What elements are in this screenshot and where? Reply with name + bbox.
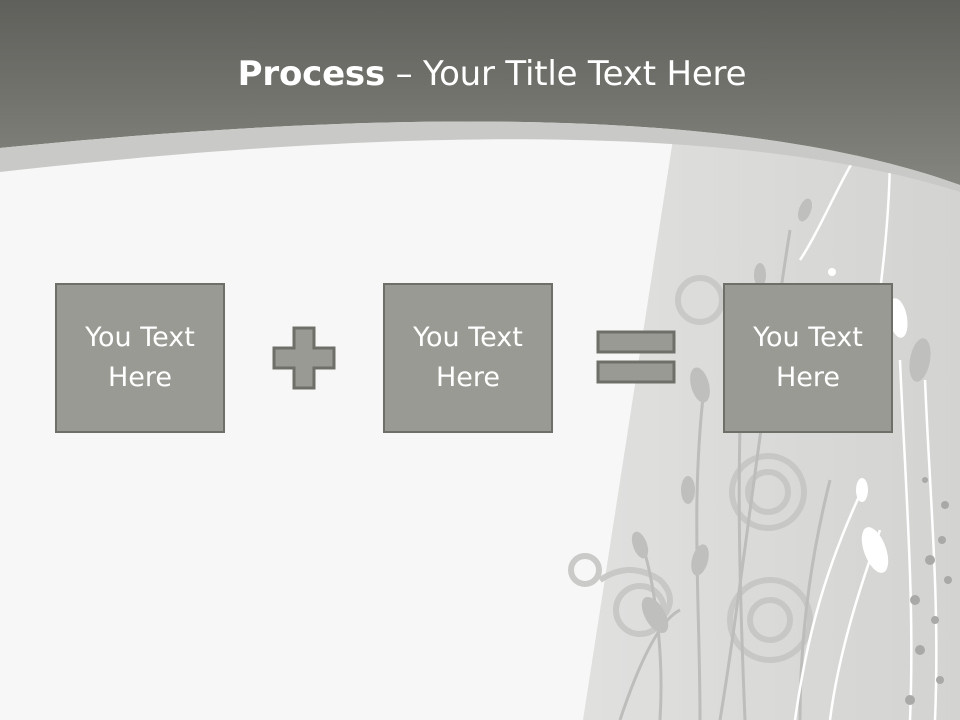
equals-icon <box>596 330 676 384</box>
page-title: Process – Your Title Text Here <box>0 52 960 96</box>
plus-icon <box>272 326 336 390</box>
title-bold: Process <box>237 54 386 94</box>
process-box-3[interactable]: You Text Here <box>723 283 893 433</box>
process-box-3-text: You Text Here <box>753 322 863 393</box>
title-separator: – <box>385 54 424 94</box>
process-box-2[interactable]: You Text Here <box>383 283 553 433</box>
title-text: Your Title Text Here <box>423 54 747 94</box>
process-box-1-text: You Text Here <box>85 322 195 393</box>
process-box-2-text: You Text Here <box>413 322 523 393</box>
process-box-1[interactable]: You Text Here <box>55 283 225 433</box>
